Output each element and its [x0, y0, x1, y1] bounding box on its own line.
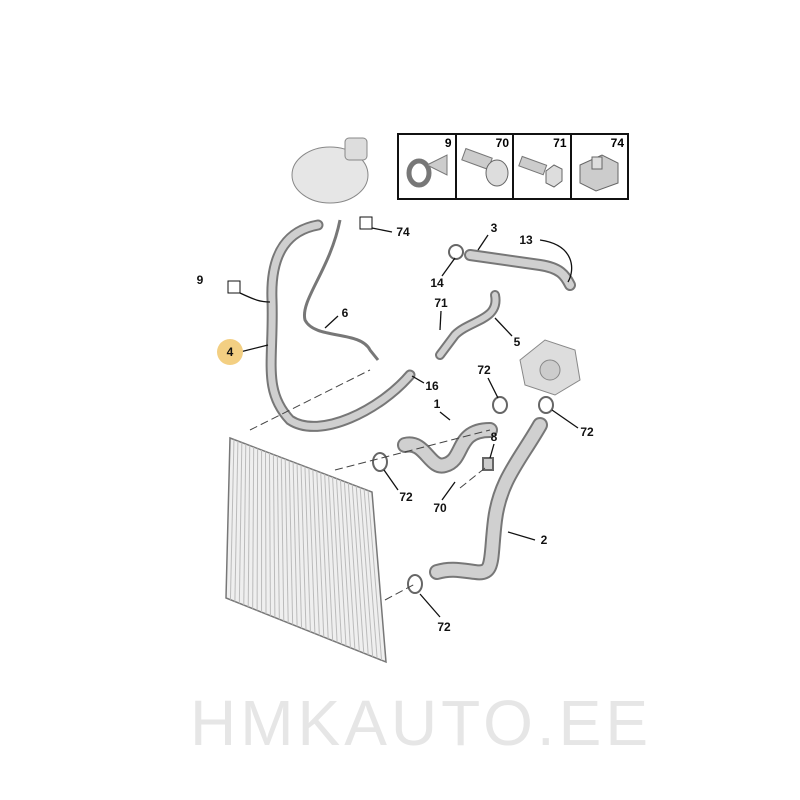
- callout-3: 3: [490, 221, 498, 235]
- callout-2: 2: [540, 533, 548, 547]
- callout-4-highlighted: 4: [217, 339, 243, 365]
- radiator-fin: [296, 463, 303, 629]
- pan-head-screw-icon: [460, 147, 508, 187]
- radiator-fin: [238, 442, 243, 604]
- callout-1: 1: [433, 397, 441, 411]
- radiator-fin: [316, 470, 325, 638]
- callout-70: 70: [433, 501, 447, 515]
- radiator-fin: [234, 440, 239, 602]
- radiator-fin: [343, 481, 356, 650]
- hex-bolt-icon: [518, 155, 563, 188]
- thermostat-housing: [519, 339, 581, 396]
- ref-box-74: [359, 216, 373, 230]
- radiator-fin: [229, 439, 235, 600]
- bracket-clip-icon: [579, 154, 618, 192]
- radiator-fin: [292, 461, 298, 627]
- radiator-fin: [276, 455, 280, 620]
- legend-cell-74: 74: [572, 135, 628, 198]
- radiator-fin: [339, 479, 351, 648]
- radiator-fin: [252, 446, 255, 609]
- radiator-fin: [324, 473, 334, 641]
- expansion-tank: [291, 137, 369, 204]
- callout-13: 13: [519, 233, 533, 247]
- callout-72: 72: [399, 490, 413, 504]
- callout-9: 9: [196, 273, 204, 287]
- radiator-fin: [351, 484, 365, 654]
- callout-72: 72: [580, 425, 594, 439]
- radiator-fin: [332, 476, 343, 645]
- callout-6: 6: [341, 306, 349, 320]
- radiator-fin: [308, 467, 316, 634]
- radiator-fin: [280, 457, 285, 622]
- radiator-fin: [300, 464, 307, 631]
- callout-74: 74: [396, 225, 410, 239]
- radiator-fin: [347, 482, 360, 652]
- radiator-fin: [359, 487, 374, 657]
- radiator-fin: [304, 466, 311, 632]
- ref-box-9: [227, 280, 241, 294]
- watermark: HMKAUTO.EE: [190, 687, 652, 759]
- radiator-fin: [367, 490, 383, 661]
- radiator-fin: [272, 454, 276, 618]
- clip-icon: [406, 154, 448, 188]
- callout-8: 8: [490, 430, 498, 444]
- callout-71: 71: [434, 296, 448, 310]
- fastener-legend: 9 70 71 74: [397, 133, 629, 200]
- legend-cell-70: 70: [457, 135, 514, 198]
- radiator-fin: [247, 445, 251, 607]
- legend-cell-9: 9: [399, 135, 457, 198]
- legend-cell-71: 71: [514, 135, 572, 198]
- radiator-fin: [320, 472, 329, 639]
- radiator-fin: [355, 485, 369, 655]
- radiator-fin: [288, 460, 294, 625]
- pipe-6: [302, 219, 380, 361]
- radiator-fin: [312, 469, 320, 636]
- callout-16: 16: [425, 379, 439, 393]
- radiator-fin: [243, 443, 247, 606]
- callout-5: 5: [513, 335, 521, 349]
- radiator-fin: [363, 488, 378, 659]
- callout-72: 72: [477, 363, 491, 377]
- radiator-fin: [328, 475, 338, 643]
- callout-14: 14: [430, 276, 444, 290]
- callout-72: 72: [437, 620, 451, 634]
- radiator-fin: [336, 478, 347, 647]
- radiator-fin: [268, 452, 271, 616]
- radiator: [225, 436, 387, 664]
- radiator-fin: [284, 458, 289, 623]
- radiator-fin: [256, 448, 259, 611]
- radiator-fin: [265, 451, 267, 615]
